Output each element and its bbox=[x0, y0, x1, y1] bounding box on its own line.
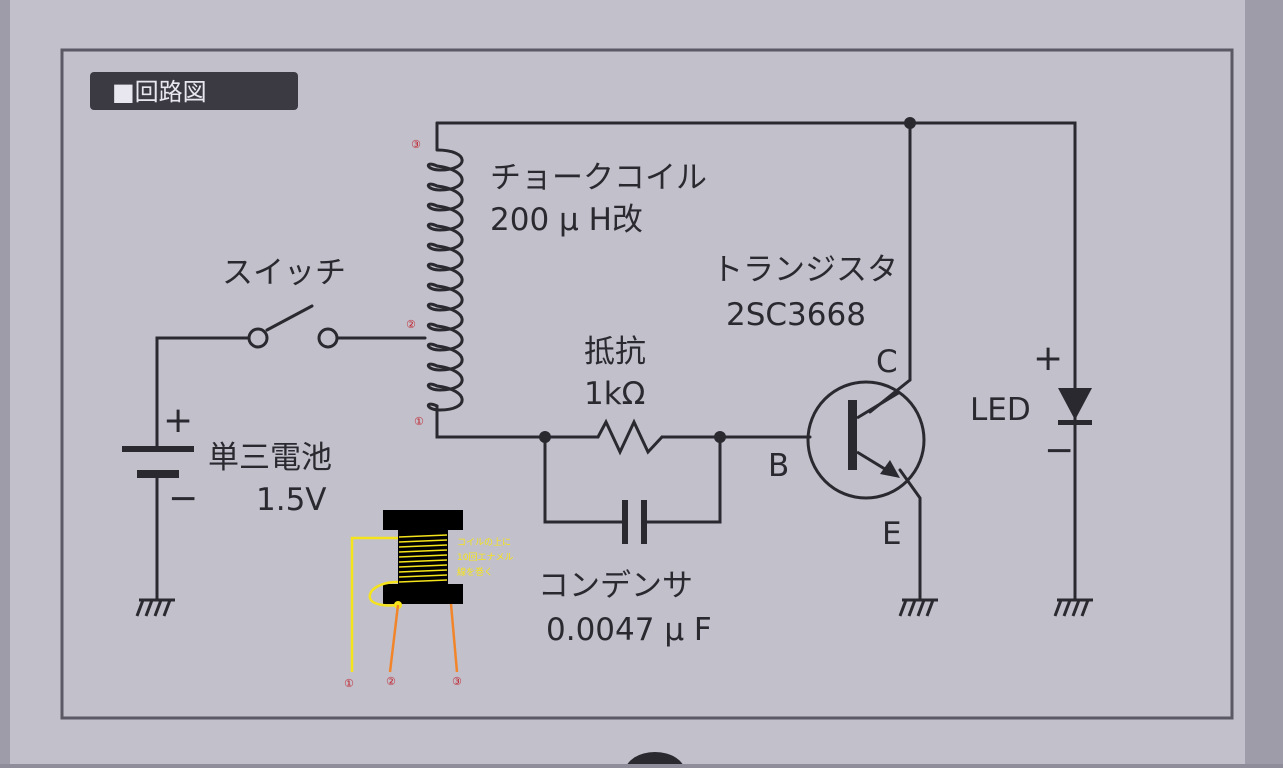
battery-name-label: 単三電池 bbox=[208, 440, 332, 476]
bobbin-core bbox=[398, 528, 448, 588]
coil-value-label: 200 μ H改 bbox=[490, 202, 643, 238]
coil-tap-2-label: ② bbox=[406, 318, 416, 331]
transistor-circle bbox=[806, 380, 926, 500]
ground-symbol bbox=[898, 598, 938, 617]
inset-lead-3-label: ③ bbox=[452, 675, 462, 688]
bobbin-top-flange bbox=[383, 510, 463, 530]
capacitor-value-label: 0.0047 μ F bbox=[546, 612, 712, 648]
transistor-pin-b-label: B bbox=[768, 448, 789, 484]
capacitor-right-wire bbox=[642, 435, 722, 524]
switch-blade bbox=[265, 304, 314, 332]
coil-bottom-wire bbox=[435, 408, 547, 439]
led-plus-sign: + bbox=[1033, 338, 1063, 379]
led-symbol bbox=[1058, 388, 1092, 425]
battery-short-plate bbox=[137, 470, 179, 478]
section-header: ■回路図 bbox=[90, 72, 298, 110]
inset-note-line-1: コイルの上に bbox=[457, 537, 511, 548]
transistor-name-label: トランジスタ bbox=[712, 252, 898, 288]
winding-turn bbox=[398, 554, 448, 558]
bobbin-bottom-flange bbox=[383, 584, 463, 604]
lead-3-wire bbox=[449, 603, 459, 673]
transistor-base-bar bbox=[848, 400, 857, 470]
led-triangle bbox=[1058, 388, 1092, 420]
coil-tap-1-label: ① bbox=[414, 415, 424, 428]
lead-loop-wire bbox=[368, 580, 399, 607]
junction-node-left bbox=[539, 431, 551, 443]
junction-node-top bbox=[904, 117, 916, 129]
battery-long-plate bbox=[122, 446, 194, 452]
led-minus-sign: − bbox=[1044, 430, 1074, 471]
capacitor-left-wire bbox=[543, 435, 626, 524]
inset-lead-2-label: ② bbox=[386, 675, 396, 688]
ground-symbols bbox=[135, 598, 1093, 617]
inset-note-line-3: 線を巻く bbox=[457, 566, 493, 578]
winding-turn bbox=[398, 574, 448, 578]
top-wire bbox=[435, 121, 1077, 602]
paper bbox=[10, 0, 1245, 764]
winding-turn bbox=[398, 569, 448, 573]
transistor-emitter-arrow bbox=[880, 460, 900, 478]
led-bar bbox=[1058, 420, 1092, 425]
header-label: ■回路図 bbox=[112, 78, 207, 106]
battery-symbol bbox=[122, 446, 194, 478]
transistor-pin-e-label: E bbox=[882, 516, 902, 552]
switch-contact-right bbox=[317, 327, 339, 349]
winding-turn bbox=[398, 544, 448, 548]
ground-symbol bbox=[135, 598, 175, 617]
coil-tap-3-label: ③ bbox=[411, 138, 421, 151]
winding-turn bbox=[398, 564, 448, 568]
battery-value-label: 1.5V bbox=[256, 482, 327, 518]
transistor-pin-c-label: C bbox=[876, 344, 898, 380]
winding-turn bbox=[398, 539, 448, 543]
battery-plus-sign: + bbox=[163, 400, 193, 441]
inset-coil-illustration: コイルの上に 10回エナメル 線を巻く ① ② ③ bbox=[344, 510, 513, 690]
coil-symbol bbox=[426, 148, 464, 412]
inset-lead-1-label: ① bbox=[344, 677, 354, 690]
winding-turn bbox=[398, 549, 448, 553]
header-tag-background bbox=[90, 72, 298, 110]
ground-symbol bbox=[1053, 598, 1093, 617]
battery-gap bbox=[155, 452, 159, 470]
winding-turn bbox=[398, 579, 448, 583]
switch-label: スイッチ bbox=[222, 255, 346, 291]
transistor-collector-leg bbox=[856, 390, 901, 420]
led-label: LED bbox=[970, 392, 1031, 428]
resistor-value-label: 1kΩ bbox=[584, 376, 645, 412]
junction-node-right bbox=[714, 431, 726, 443]
inset-note-line-2: 10回エナメル bbox=[457, 552, 513, 563]
capacitor-plate-right bbox=[641, 500, 647, 544]
lead-2-wire bbox=[388, 604, 400, 673]
capacitor-plate-left bbox=[622, 500, 628, 544]
winding-turn bbox=[398, 534, 448, 538]
diagram-frame bbox=[60, 48, 1234, 720]
transistor-symbol bbox=[806, 380, 926, 500]
winding-turn bbox=[398, 559, 448, 563]
resistor-name-label: 抵抗 bbox=[584, 334, 646, 370]
battery-wire bbox=[155, 336, 252, 602]
resistor-symbol bbox=[596, 418, 664, 456]
transistor-part-label: 2SC3668 bbox=[726, 297, 866, 333]
coil-name-label: チョークコイル bbox=[490, 160, 707, 196]
switch-contact-left bbox=[247, 327, 269, 349]
battery-minus-sign: − bbox=[168, 478, 198, 519]
capacitor-name-label: コンデンサ bbox=[538, 568, 693, 604]
enamel-winding bbox=[398, 534, 448, 583]
lead-1-wire bbox=[350, 536, 398, 672]
